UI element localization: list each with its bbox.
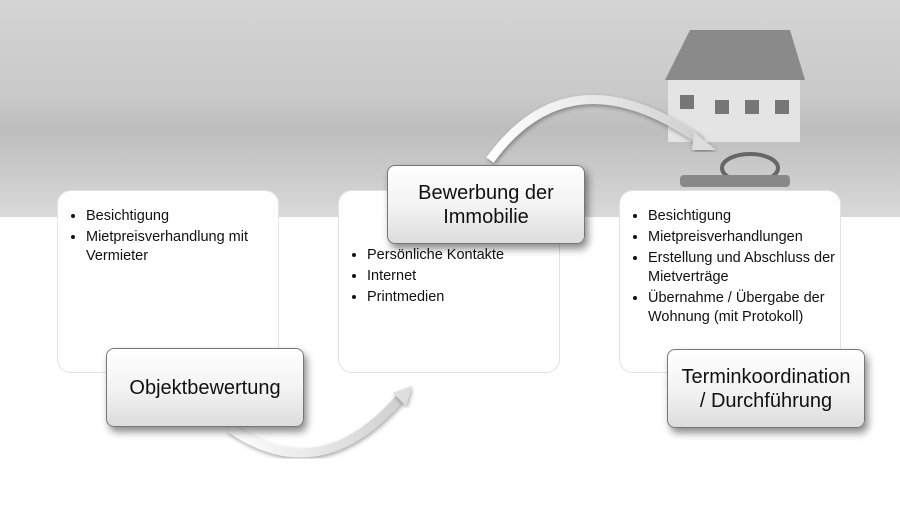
step-label-1: Objektbewertung <box>106 348 304 427</box>
step-title: Terminkoordination / Durchführung <box>681 365 851 412</box>
bullet: Übernahme / Übergabe der Wohnung (mit Pr… <box>648 289 840 327</box>
bullet: Printmedien <box>367 288 559 307</box>
bullet: Mietpreisverhandlungen <box>648 228 840 247</box>
arrow-2 <box>486 95 703 163</box>
bullet: Besichtigung <box>648 207 840 226</box>
bullet: Erstellung und Abschluss der Mietverträg… <box>648 249 840 287</box>
step-card-1: BesichtigungMietpreisverhandlung mit Ver… <box>57 190 279 373</box>
bullet: Besichtigung <box>86 207 278 226</box>
arrow-2-head <box>692 132 716 150</box>
bullet: Persönliche Kontakte <box>367 246 559 265</box>
step-title: Objektbewertung <box>129 376 281 399</box>
step-title: Bewerbung der Immobilie <box>418 181 554 228</box>
bullet: Internet <box>367 267 559 286</box>
bullet: Mietpreisverhandlung mit Vermieter <box>86 228 278 266</box>
step-card-3: BesichtigungMietpreisverhandlungenErstel… <box>619 190 841 373</box>
arrow-1-head <box>393 386 412 406</box>
step-label-3: Terminkoordination / Durchführung <box>667 349 865 428</box>
step-label-2: Bewerbung der Immobilie <box>387 165 585 244</box>
arrow-1 <box>227 395 404 458</box>
